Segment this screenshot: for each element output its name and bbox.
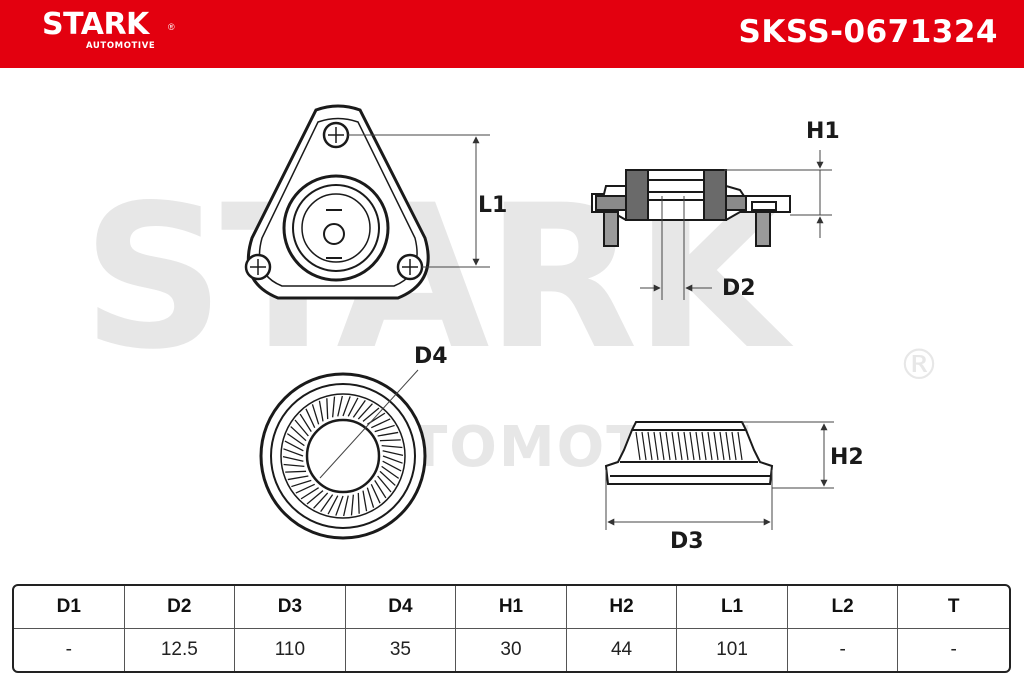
dimension-d2 — [640, 196, 712, 300]
part-number: SKSS-0671324 — [738, 14, 998, 50]
label-d4: D4 — [414, 344, 448, 369]
brand-logo-subtitle: AUTOMOTIVE — [86, 41, 156, 51]
label-h1: H1 — [806, 119, 840, 144]
column-header: D4 — [345, 586, 457, 629]
column-header: H2 — [566, 586, 678, 629]
watermark-registered-mark: ® — [898, 340, 940, 389]
dimension-d4 — [319, 369, 419, 479]
column-header: D2 — [124, 586, 236, 629]
brand-registered-mark: ® — [168, 22, 175, 32]
technical-drawing: L1 H1 D2 D4 — [244, 104, 864, 554]
label-h2: H2 — [830, 445, 864, 470]
column-value: 35 — [346, 629, 457, 671]
column-header: L2 — [787, 586, 899, 629]
header-bar: STARK ® AUTOMOTIVE SKSS-0671324 — [0, 0, 1024, 68]
bolt-hole-icon — [244, 121, 424, 281]
column-value: - — [14, 629, 125, 671]
brand-logo: STARK — [42, 7, 149, 42]
column-header: H1 — [456, 586, 567, 629]
bearing-bottom-view — [259, 372, 427, 540]
label-d2: D2 — [722, 276, 756, 301]
side-view-section — [591, 169, 791, 247]
dimension-h1 — [724, 150, 832, 238]
bearing-side-view — [604, 421, 774, 485]
column-value: - — [788, 629, 899, 671]
top-view-plate — [246, 104, 430, 300]
column-value: 101 — [677, 629, 788, 671]
dimension-h2 — [742, 421, 834, 489]
dimension-l1 — [348, 134, 490, 268]
column-value: 44 — [567, 629, 678, 671]
column-value: - — [950, 639, 957, 660]
column-header: D1 — [14, 586, 125, 629]
label-d3: D3 — [670, 529, 704, 554]
column-value: 110 — [235, 629, 346, 671]
column-header: T — [898, 586, 1009, 629]
label-l1: L1 — [478, 193, 507, 218]
column-value: 30 — [456, 629, 567, 671]
column-value: 12.5 — [125, 629, 236, 671]
column-header: D3 — [235, 586, 346, 629]
column-header: L1 — [677, 586, 788, 629]
dimension-d3 — [605, 470, 773, 530]
